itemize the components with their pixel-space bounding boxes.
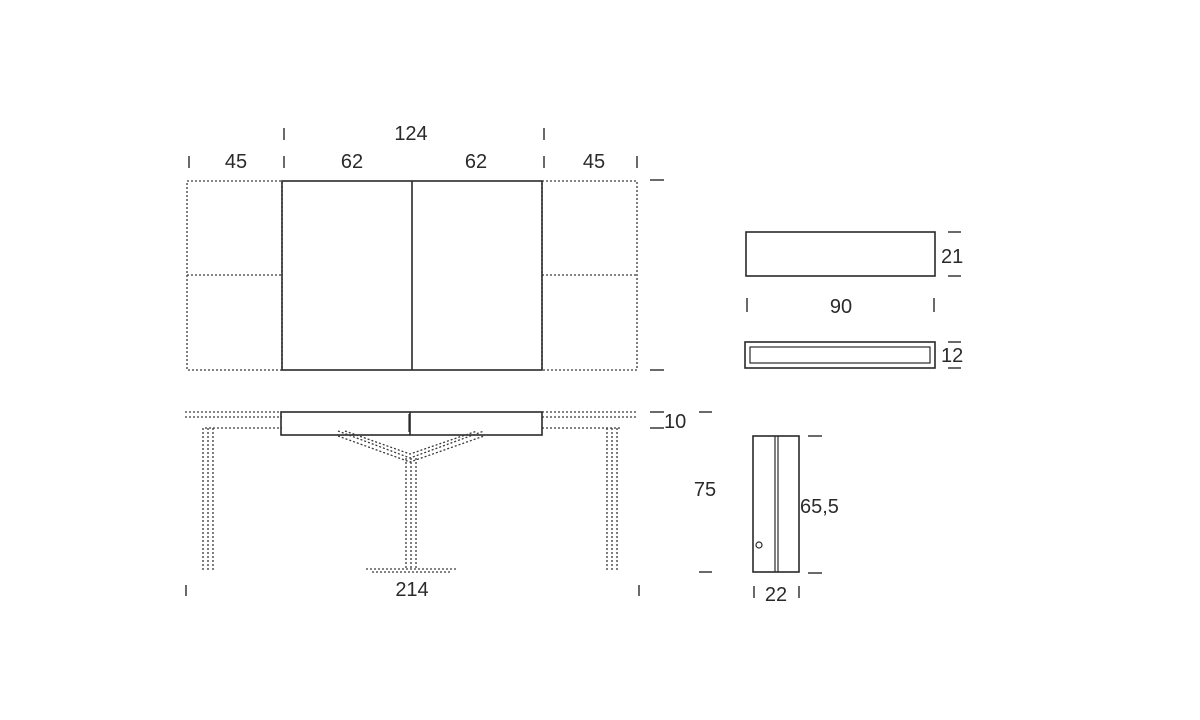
center-apron <box>280 411 543 436</box>
storage-box-side-view <box>745 231 961 312</box>
dim-tray-height: 12 <box>941 345 963 367</box>
dim-extended-length: 214 <box>395 579 428 601</box>
dim-cabinet-depth: 22 <box>765 584 787 606</box>
tray-view <box>744 341 961 369</box>
front-elevation <box>185 411 712 596</box>
dim-left-leaf: 45 <box>225 151 247 173</box>
box-outline <box>745 231 936 277</box>
cabinet-outline <box>752 435 800 573</box>
dim-box-height: 21 <box>941 246 963 268</box>
dim-cabinet-height: 65,5 <box>800 496 839 518</box>
dim-center-right: 62 <box>465 151 487 173</box>
cabinet-knob <box>755 541 763 549</box>
plan-view <box>186 179 664 371</box>
cabinet-side-view <box>752 435 822 598</box>
dim-center-left: 62 <box>341 151 363 173</box>
dim-top-total: 124 <box>394 123 427 145</box>
dim-table-height: 75 <box>694 479 716 501</box>
left-extension-leg <box>202 428 214 572</box>
tray-inner <box>749 346 931 364</box>
dim-box-length: 90 <box>830 296 852 318</box>
top-dimension-ticks <box>188 128 638 168</box>
dim-right-leaf: 45 <box>583 151 605 173</box>
right-extension-leg <box>606 428 618 572</box>
dim-apron-height: 10 <box>664 411 686 433</box>
center-support <box>337 414 485 573</box>
tray-outer <box>744 341 936 369</box>
